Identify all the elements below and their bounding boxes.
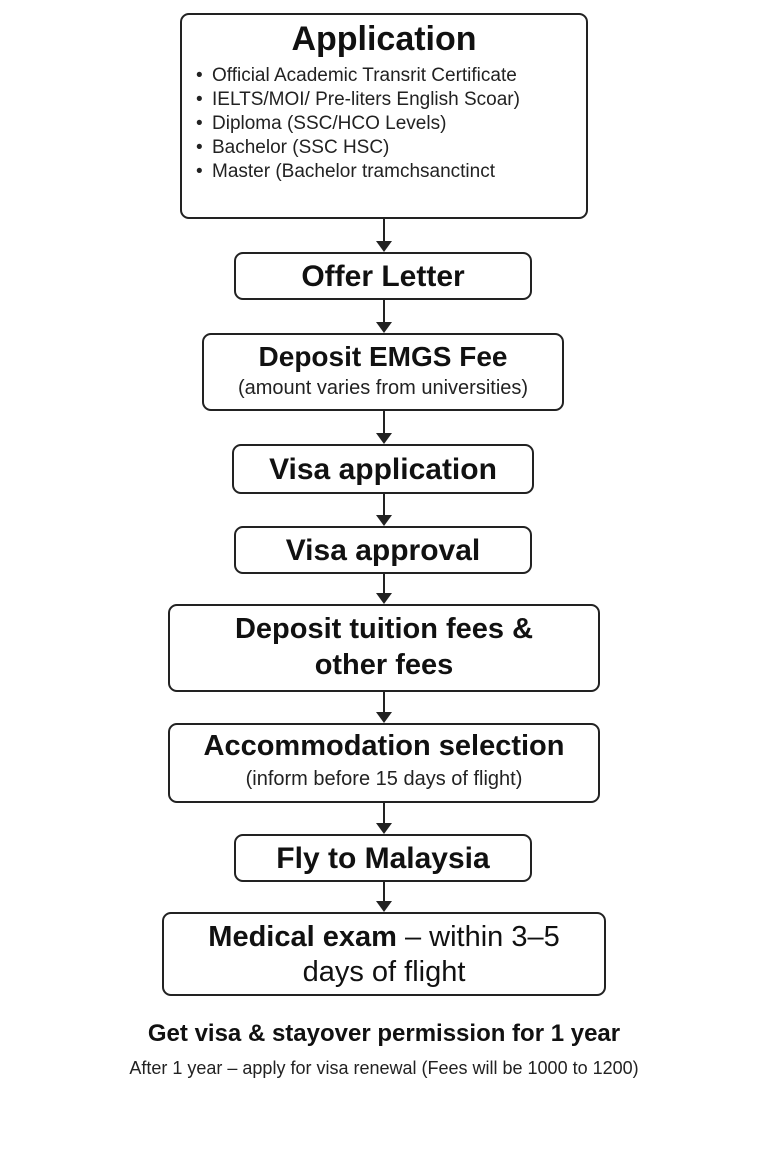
bullet: •	[196, 65, 203, 87]
step-fly-to-malaysia: Fly to Malaysia	[234, 834, 532, 882]
step-visa-approval-title: Visa approval	[285, 534, 481, 567]
step-medical-exam-title-rest: – within 3–5	[396, 921, 560, 953]
flow-arrow	[376, 411, 392, 444]
bullet: •	[196, 161, 203, 183]
flow-arrow	[376, 692, 392, 723]
bullet: •	[196, 113, 203, 135]
flow-arrow	[376, 219, 392, 252]
step-deposit-tuition-fees: Deposit tuition fees & other fees	[168, 604, 600, 692]
step-medical-exam-title-line2: days of flight	[302, 955, 466, 988]
requirements-list: •Official Academic Transrit Certificate …	[182, 64, 586, 184]
step-deposit-emgs-fee-note: (amount varies from universities)	[237, 376, 529, 399]
step-offer-letter: Offer Letter	[234, 252, 532, 300]
step-visa-application-title: Visa application	[269, 453, 497, 486]
flow-arrow	[376, 574, 392, 604]
step-deposit-tuition-fees-title-line2: other fees	[314, 648, 454, 681]
step-offer-letter-title: Offer Letter	[301, 260, 465, 293]
step-medical-exam: Medical exam – within 3–5 days of flight	[162, 912, 606, 996]
final-outcome-title: Get visa & stayover permission for 1 yea…	[147, 1020, 621, 1047]
step-medical-exam-title-line1: Medical exam – within 3–5	[164, 921, 604, 954]
step-accommodation-selection-note: (inform before 15 days of flight)	[245, 767, 523, 790]
bullet: •	[196, 137, 203, 159]
step-deposit-emgs-fee: Deposit EMGS Fee (amount varies from uni…	[202, 333, 564, 411]
step-accommodation-selection: Accommodation selection (inform before 1…	[168, 723, 600, 803]
flow-arrow	[376, 803, 392, 834]
flow-arrow	[376, 494, 392, 526]
step-medical-exam-title-bold: Medical exam	[208, 921, 397, 953]
requirement-item: •Diploma (SSC/HCO Levels)	[196, 113, 447, 135]
requirement-item: •IELTS/MOI/ Pre-liters English Scoar)	[196, 89, 520, 111]
step-deposit-emgs-fee-title: Deposit EMGS Fee	[258, 341, 508, 372]
bullet: •	[196, 89, 203, 111]
step-accommodation-selection-title: Accommodation selection	[203, 730, 565, 762]
step-application: Application •Official Academic Transrit …	[180, 13, 588, 219]
step-visa-approval: Visa approval	[234, 526, 532, 574]
step-application-title: Application	[291, 20, 477, 58]
step-deposit-tuition-fees-title-line1: Deposit tuition fees &	[234, 613, 534, 645]
flow-arrow	[376, 300, 392, 333]
visa-renewal-note: After 1 year – apply for visa renewal (F…	[129, 1058, 639, 1078]
requirement-item: •Official Academic Transrit Certificate	[196, 65, 517, 87]
flow-arrow	[376, 882, 392, 912]
step-fly-to-malaysia-title: Fly to Malaysia	[276, 842, 490, 875]
requirement-item: •Master (Bachelor tramchsanctinct	[196, 161, 495, 183]
step-visa-application: Visa application	[232, 444, 534, 494]
requirement-item: •Bachelor (SSC HSC)	[196, 137, 390, 159]
